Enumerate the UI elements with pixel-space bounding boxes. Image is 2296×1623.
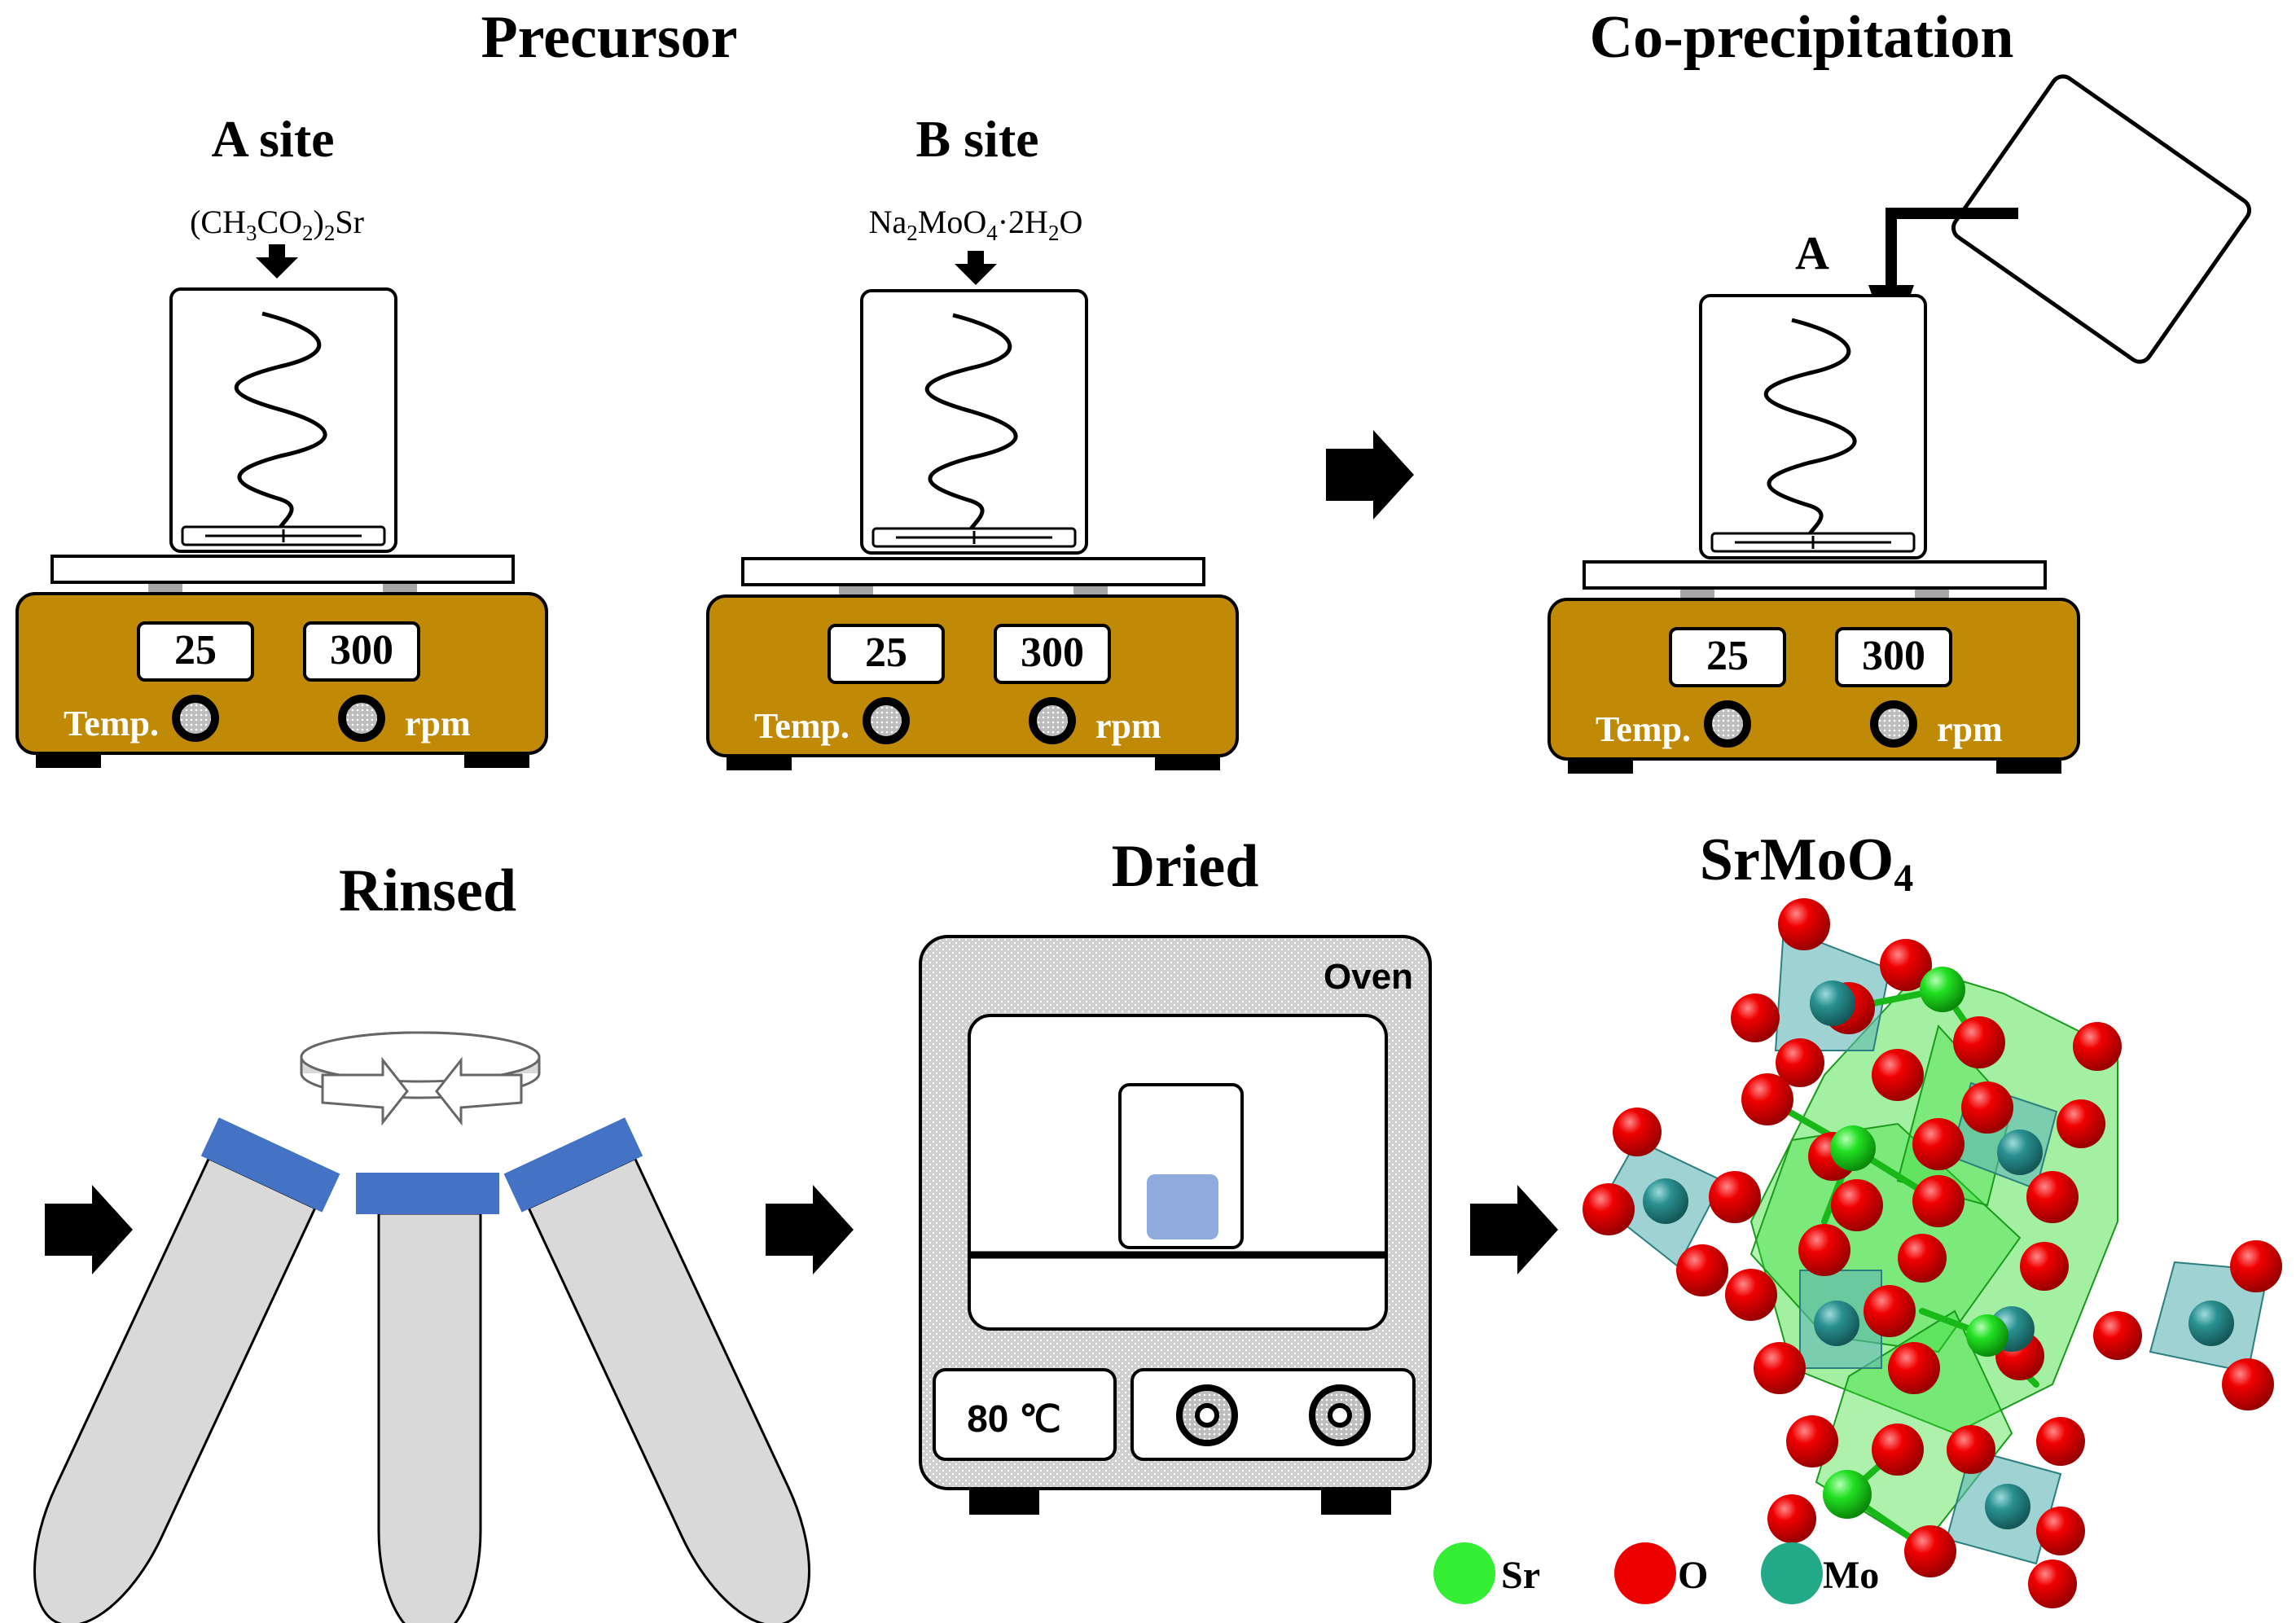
c-stirrer-temp-label: Temp. [1596, 709, 1691, 749]
b-site-formula: Na2MoO4·2H2O [869, 204, 1083, 245]
b-site-down-arrow [955, 251, 997, 285]
b-formula-part-2: MoO [918, 204, 986, 240]
a-formula-part-1: (CH [190, 204, 246, 240]
arrow-to-rinsed [45, 1185, 133, 1274]
tube-cap-right [503, 1117, 643, 1213]
tilted-beaker-b [1951, 74, 2252, 364]
b-stirrer-rpm-value: 300 [1021, 629, 1084, 676]
b-formula-part-4: O [1059, 204, 1082, 240]
coprecip-label-a: A [1795, 226, 1829, 279]
precursor-title: Precursor [481, 4, 737, 71]
legend-swatch-mo [1761, 1542, 1823, 1604]
b-stirrer-temp-value: 25 [865, 629, 907, 676]
a-formula-part-3: ) [314, 204, 324, 240]
oven: Oven 80 ℃ [919, 935, 1432, 1515]
rotation-arrow-right [435, 1056, 523, 1126]
b-formula-part-1: Na [869, 204, 907, 240]
rotation-arrow-left [321, 1056, 409, 1126]
b-site-beaker [862, 291, 1087, 553]
b-formula-sub-2: 4 [986, 221, 998, 245]
a-stirrer-temp-value: 25 [174, 627, 217, 673]
centrifuge-tube-middle [356, 1173, 499, 1623]
dried-title: Dried [1112, 833, 1259, 900]
b-formula-sub-1: 2 [907, 221, 918, 245]
rinsed-panel [33, 1031, 810, 1623]
b-site-label: B site [915, 110, 1038, 168]
legend-label-o: O [1678, 1554, 1708, 1597]
coprecip-beaker [1701, 296, 1925, 558]
c-stirrer-rpm-label: rpm [1937, 709, 2003, 749]
a-formula-part-2: CO [257, 204, 302, 240]
arrow-to-dried [766, 1185, 854, 1274]
rotation-ring-top [300, 1031, 541, 1083]
legend-item-o: O [1614, 1542, 1708, 1604]
a-formula-sub-2: 2 [302, 221, 314, 245]
oven-knob-panel [1130, 1368, 1416, 1461]
centrifuge-tube-left [33, 1117, 340, 1623]
atom-legend: Sr O Mo [1433, 1542, 1879, 1604]
coprecipitation-panel: A B 25 300 Temp. rpm [1549, 74, 2252, 774]
legend-swatch-o [1614, 1542, 1676, 1604]
sr-atoms [1823, 967, 2008, 1519]
o-atoms [1583, 898, 2282, 1608]
a-formula-sub-3: 2 [324, 221, 336, 245]
centrifuge-tube-right [503, 1117, 810, 1623]
b-stirrer-rpm-label: rpm [1095, 706, 1161, 746]
c-stirrer-rpm-value: 300 [1862, 633, 1925, 679]
oven-label: Oven [1324, 957, 1413, 997]
crystal-structure [1583, 898, 2282, 1608]
legend-swatch-sr [1433, 1542, 1495, 1604]
a-site-beaker [171, 289, 396, 551]
oven-temp-text: 80 ℃ [967, 1397, 1061, 1440]
dried-sample [1147, 1174, 1218, 1239]
rinsed-title: Rinsed [339, 858, 516, 924]
coprecipitation-title: Co-precipitation [1590, 4, 2014, 71]
product-title: SrMoO4 [1700, 827, 1913, 900]
tube-cap-middle [356, 1173, 499, 1214]
a-formula-sub-1: 3 [246, 221, 257, 245]
c-stirrer-temp-value: 25 [1706, 633, 1749, 679]
arrow-to-coprecipitation [1326, 430, 1414, 520]
b-formula-sub-3: 2 [1048, 221, 1060, 245]
legend-item-mo: Mo [1761, 1542, 1879, 1604]
b-stirrer-temp-label: Temp. [754, 706, 849, 746]
tube-cap-left [200, 1117, 340, 1213]
a-stirrer-rpm-label: rpm [405, 704, 471, 744]
rotation-ring-front [300, 1072, 541, 1099]
product-title-subscript: 4 [1894, 857, 1913, 900]
b-site-panel: B site Na2MoO4·2H2O 25 300 Temp. rpm [708, 110, 1237, 770]
a-site-label: A site [211, 110, 334, 168]
legend-item-sr: Sr [1433, 1542, 1540, 1604]
legend-label-mo: Mo [1823, 1554, 1879, 1597]
product-title-main: SrMoO [1700, 827, 1894, 893]
a-site-down-arrow [256, 244, 298, 279]
oven-temp-display [933, 1368, 1117, 1461]
a-stirrer-temp-label: Temp. [64, 704, 159, 744]
legend-label-sr: Sr [1501, 1554, 1540, 1597]
a-site-panel: A site (CH3CO2)2Sr 25 300 Temp. rpm [17, 110, 547, 768]
pour-arrow [1886, 208, 2018, 290]
a-site-formula: (CH3CO2)2Sr [190, 204, 364, 245]
b-formula-part-3: ·2H [998, 204, 1048, 240]
a-stirrer-rpm-value: 300 [330, 627, 393, 673]
arrow-to-product [1470, 1185, 1558, 1274]
a-formula-part-4: Sr [335, 204, 364, 240]
